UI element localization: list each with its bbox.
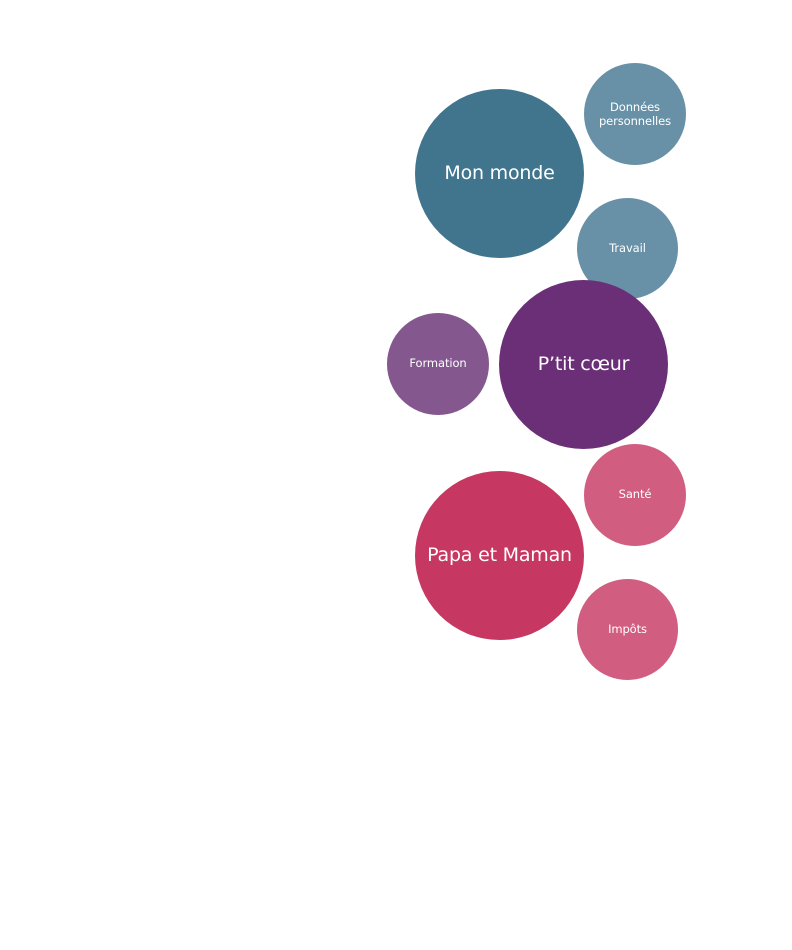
impots-label: Impôts [608,621,647,636]
sante-label: Santé [618,487,652,502]
papa-et-maman-label: Papa et Maman [427,544,572,567]
donnees-personnelles-label-line1: Données [610,100,660,114]
ptit-coeur-bubble[interactable]: P’tit cœur [499,280,668,449]
travail-label: Travail [609,240,646,255]
mon-monde-bubble[interactable]: Mon monde [415,89,584,258]
formation-bubble[interactable]: Formation [387,313,489,415]
donnees-personnelles-label-line2: personnelles [598,114,672,128]
formation-label: Formation [409,356,467,371]
impots-bubble[interactable]: Impôts [577,579,678,680]
donnees-personnelles-bubble[interactable]: Données personnelles [584,63,686,165]
mon-monde-label: Mon monde [444,162,555,185]
papa-et-maman-bubble[interactable]: Papa et Maman [415,471,584,640]
ptit-coeur-label: P’tit cœur [537,353,630,376]
donnees-personnelles-label: Données personnelles [599,100,671,128]
sante-bubble[interactable]: Santé [584,444,686,546]
